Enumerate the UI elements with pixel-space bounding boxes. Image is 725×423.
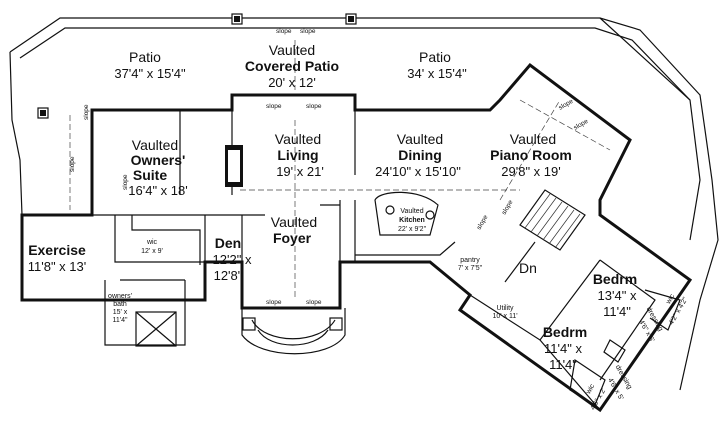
living-dims: 19' x 21' bbox=[276, 164, 324, 179]
piano-line2: Piano Room bbox=[490, 147, 572, 163]
covered-patio-line1: Vaulted bbox=[269, 42, 315, 58]
wall bbox=[504, 241, 536, 283]
beam-line bbox=[519, 99, 611, 151]
slope-label: slope bbox=[300, 28, 316, 35]
wic-owner-dims: 12' x 9' bbox=[141, 248, 163, 255]
post bbox=[40, 110, 46, 116]
dining-dims: 24'10" x 15'10" bbox=[375, 164, 461, 179]
exercise-dims: 11'8" x 13' bbox=[28, 259, 87, 274]
deck-left-edge bbox=[9, 51, 23, 216]
piano-line1: Vaulted bbox=[510, 131, 556, 147]
living-line2: Living bbox=[277, 147, 318, 163]
stairs bbox=[519, 189, 586, 251]
post bbox=[234, 16, 240, 22]
bedrm-lower-dims1: 11'4" x bbox=[544, 341, 582, 356]
slope-label: slope bbox=[69, 156, 76, 172]
shower bbox=[135, 311, 177, 347]
tub bbox=[603, 339, 626, 363]
dining-line2: Dining bbox=[398, 147, 442, 163]
slope-label: slope bbox=[573, 118, 590, 132]
foyer-line2: Foyer bbox=[273, 230, 312, 246]
den-dims2: 12'8" bbox=[214, 268, 243, 283]
utility-name: Utility bbox=[496, 305, 514, 312]
post bbox=[348, 16, 354, 22]
kitchen-island bbox=[374, 191, 439, 236]
kitchen-counter bbox=[354, 200, 456, 262]
patio-outline-inner bbox=[19, 27, 691, 101]
bedrm-upper-dims1: 13'4" x bbox=[598, 288, 637, 303]
dn-label: Dn bbox=[519, 260, 537, 276]
kitchen-dims: 22' x 9'2" bbox=[398, 226, 427, 233]
porch-column bbox=[329, 317, 343, 331]
slope-label: slope bbox=[558, 98, 575, 112]
covered-patio-line2: Covered Patio bbox=[245, 58, 339, 74]
stair-treads bbox=[524, 193, 581, 249]
patio-outline bbox=[9, 17, 719, 391]
dining-line1: Vaulted bbox=[397, 131, 443, 147]
fireplace-opening bbox=[228, 150, 240, 182]
patio-right-dims: 34' x 15'4" bbox=[407, 66, 467, 81]
living-line1: Vaulted bbox=[275, 131, 321, 147]
porch-column bbox=[242, 317, 256, 331]
patio-left-name: Patio bbox=[129, 49, 161, 65]
slope-label: slope bbox=[266, 299, 282, 306]
exercise-name: Exercise bbox=[28, 242, 86, 258]
kitchen-line2: Kitchen bbox=[399, 217, 425, 224]
house-exterior-wall bbox=[20, 62, 693, 413]
den-name: Den bbox=[215, 235, 241, 251]
wic-upper-name: wic bbox=[665, 293, 677, 307]
porch-steps bbox=[241, 308, 346, 355]
slope-label: slope bbox=[266, 103, 282, 110]
patio-right-name: Patio bbox=[419, 49, 451, 65]
slope-label: slope bbox=[83, 104, 90, 120]
closet bbox=[644, 289, 681, 331]
pantry-name: pantry bbox=[460, 257, 480, 264]
covered-patio-dims: 20' x 12' bbox=[268, 75, 316, 90]
beam-line bbox=[499, 99, 561, 201]
owners-suite-line1: Vaulted bbox=[132, 137, 178, 153]
slope-label: slope bbox=[306, 103, 322, 110]
bedrm-lower-name: Bedrm bbox=[543, 324, 587, 340]
wic-owner-name: wic bbox=[146, 239, 158, 246]
wic-lower-name: wic bbox=[585, 383, 597, 397]
den-dims1: 12'2" x bbox=[213, 252, 252, 267]
shower-drain bbox=[135, 311, 177, 347]
owners-suite-dims: 16'4" x 18' bbox=[128, 183, 187, 198]
wall bbox=[539, 339, 601, 411]
owners-bath-dims1: 15' x bbox=[113, 309, 128, 316]
owners-suite-line3: Suite bbox=[133, 167, 167, 183]
wall bbox=[114, 215, 205, 263]
foyer-line1: Vaulted bbox=[271, 214, 317, 230]
owners-bath-dims2: 11'4" bbox=[113, 317, 128, 324]
bedrm-lower-dims2: 11'4" bbox=[549, 357, 577, 372]
porch-step bbox=[257, 329, 329, 346]
bedrm-upper-dims2: 11'4" bbox=[603, 304, 631, 319]
wall bbox=[104, 280, 186, 346]
wall bbox=[131, 215, 201, 265]
kitchen-line1: Vaulted bbox=[400, 208, 423, 215]
slope-label: slope bbox=[122, 174, 129, 190]
utility-dims: 10' x 11' bbox=[492, 313, 517, 320]
patio-left-dims: 37'4" x 15'4" bbox=[114, 66, 186, 81]
owners-suite-line2: Owners' bbox=[131, 152, 186, 168]
porch-step bbox=[251, 319, 336, 340]
pantry-dims: 7' x 7'5" bbox=[458, 265, 483, 272]
bedrm-upper-name: Bedrm bbox=[593, 271, 637, 287]
deck-right-edge bbox=[599, 17, 701, 241]
closet bbox=[569, 358, 606, 406]
owners-bath-line2: bath bbox=[113, 301, 127, 308]
sink bbox=[425, 210, 435, 220]
slope-label: slope bbox=[306, 299, 322, 306]
owners-bath-line1: owners' bbox=[108, 293, 132, 300]
piano-dims: 29'8" x 19' bbox=[501, 164, 560, 179]
sink bbox=[385, 205, 395, 215]
wall bbox=[599, 259, 656, 381]
slope-label: slope bbox=[476, 214, 490, 231]
slope-label: slope bbox=[276, 28, 292, 35]
slope-label: slope bbox=[501, 199, 515, 216]
